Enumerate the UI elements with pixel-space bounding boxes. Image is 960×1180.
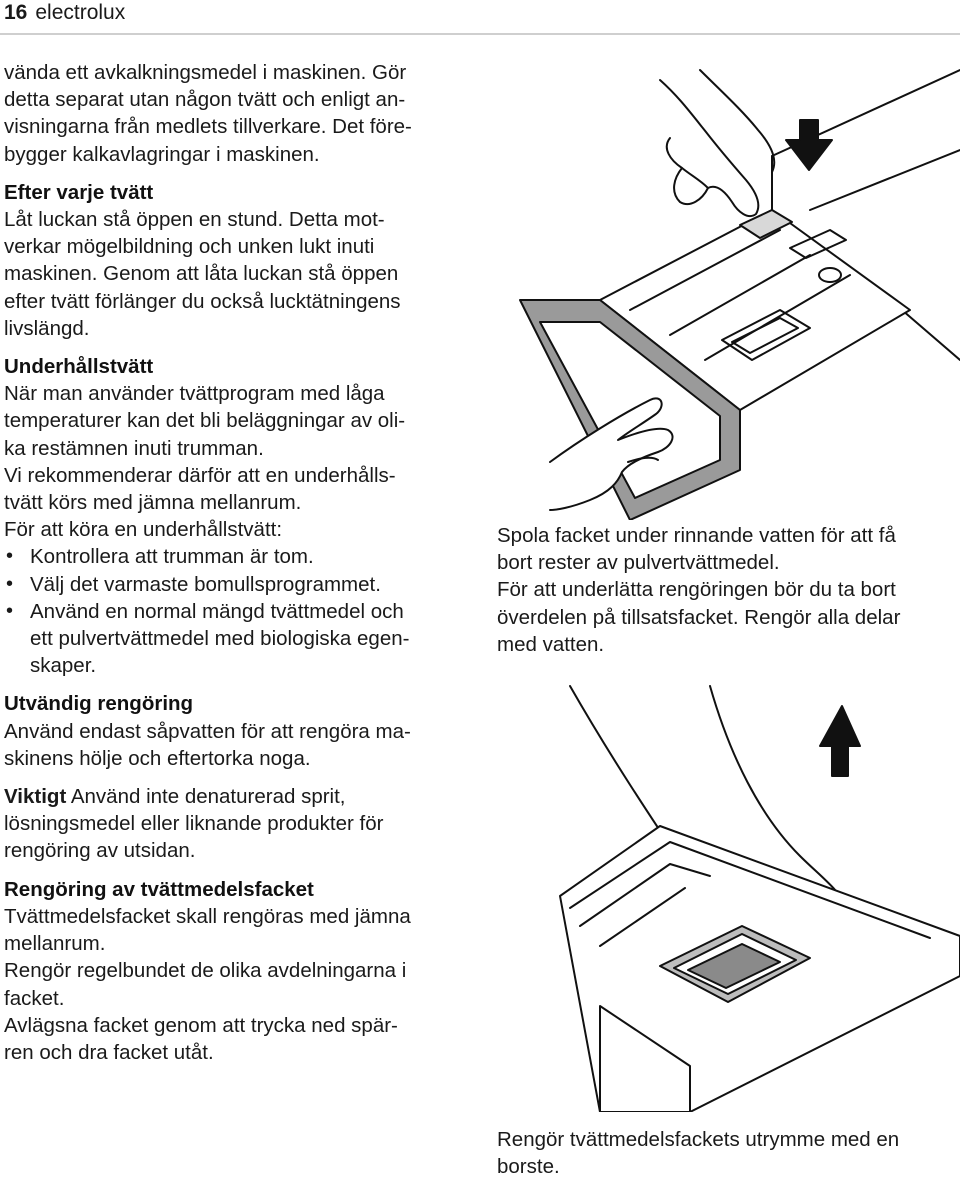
- dispenser-paragraph: Tvättmedelsfacket skall rengöras med jäm…: [4, 904, 411, 1064]
- list-item: Använd en normal mängd tvättmedel ochett…: [4, 598, 474, 680]
- drawer-removal-illustration: [519, 69, 960, 520]
- page-number: 16: [4, 1, 28, 24]
- siphon-removal-illustration: [559, 685, 960, 1112]
- caption-brush-housing: Rengör tvättmedelsfackets utrymme med en…: [497, 1128, 900, 1179]
- after-wash-paragraph: Låt luckan stå öppen en stund. Detta mot…: [4, 208, 401, 340]
- important-label: Viktigt: [4, 785, 67, 809]
- left-column: vända ett avkalkningsmedel i maskinen. G…: [4, 59, 474, 1066]
- list-item: Välj det varmaste bomullsprogrammet.: [4, 571, 474, 598]
- header-divider: [0, 33, 960, 35]
- brand-name: electrolux: [35, 1, 126, 24]
- external-cleaning-heading: Utvändig rengöring: [4, 692, 194, 716]
- page-header: 16 electrolux: [4, 0, 125, 26]
- intro-paragraph: vända ett avkalkningsmedel i maskinen. G…: [4, 61, 412, 166]
- caption-rinse-drawer: Spola facket under rinnande vatten för a…: [497, 524, 901, 656]
- dispenser-heading: Rengöring av tvättmedelsfacket: [4, 877, 314, 901]
- after-wash-heading: Efter varje tvätt: [4, 180, 154, 204]
- maintenance-paragraph: När man använder tvättprogram med låga t…: [4, 382, 406, 542]
- maintenance-heading: Underhållstvätt: [4, 355, 154, 379]
- important-note: Viktigt Använd inte denaturerad sprit, l…: [4, 785, 384, 863]
- maintenance-steps: Kontrollera att trumman är tom. Välj det…: [4, 543, 474, 679]
- external-cleaning-paragraph: Använd endast såpvatten för att rengöra …: [4, 719, 411, 770]
- list-item: Kontrollera att trumman är tom.: [4, 543, 474, 570]
